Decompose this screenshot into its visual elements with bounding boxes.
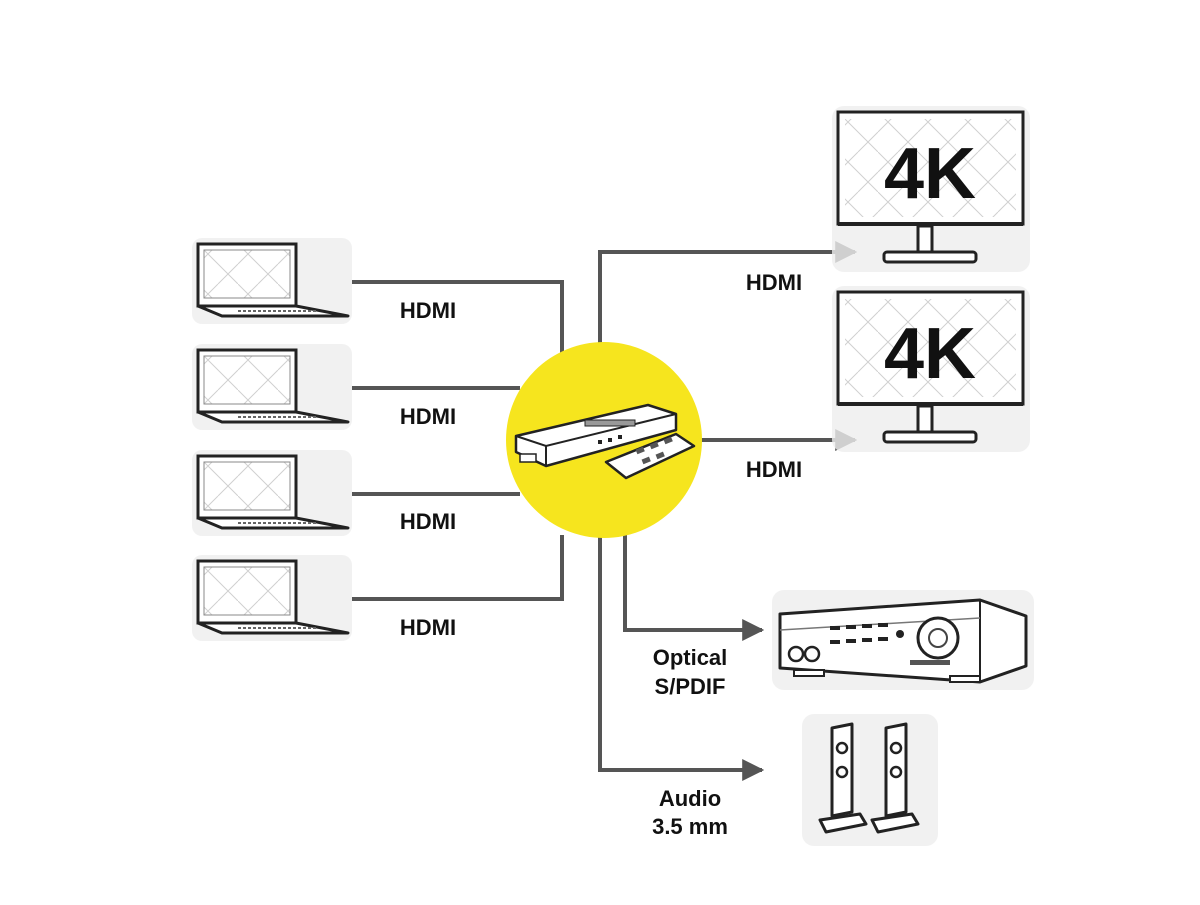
speakers-icon bbox=[802, 714, 938, 846]
laptop-icon bbox=[192, 344, 352, 430]
monitor-icon: 4K bbox=[832, 286, 1030, 452]
hub bbox=[506, 342, 702, 538]
input-devices bbox=[192, 238, 352, 641]
monitor-icon: 4K bbox=[832, 106, 1030, 272]
output-label-3-line-1: Optical bbox=[653, 645, 728, 670]
input-line-4 bbox=[352, 535, 564, 601]
speaker-right bbox=[870, 722, 920, 834]
output-label-3-line-2: S/PDIF bbox=[655, 674, 726, 699]
monitor-1-screen-text: 4K bbox=[884, 134, 976, 214]
output-label-2: HDMI bbox=[746, 457, 802, 482]
remote-control-icon bbox=[604, 432, 696, 480]
output-label-1: HDMI bbox=[746, 270, 802, 295]
input-label-4: HDMI bbox=[400, 615, 456, 640]
output-label-4-line-2: 3.5 mm bbox=[652, 814, 728, 839]
laptop-icon bbox=[192, 450, 352, 536]
connection-lines bbox=[352, 241, 858, 781]
av-receiver-icon bbox=[772, 590, 1034, 690]
input-label-1: HDMI bbox=[400, 298, 456, 323]
output-label-4-line-1: Audio bbox=[659, 786, 721, 811]
monitor-2-screen-text: 4K bbox=[884, 314, 976, 394]
laptop-icon bbox=[192, 555, 352, 641]
output-line-1 bbox=[598, 241, 858, 345]
laptop-icon bbox=[192, 238, 352, 324]
input-label-3: HDMI bbox=[400, 509, 456, 534]
speaker-left bbox=[818, 722, 868, 834]
input-line-1 bbox=[352, 280, 564, 360]
input-label-2: HDMI bbox=[400, 404, 456, 429]
output-line-4 bbox=[598, 535, 765, 781]
hdmi-matrix-switch-icon bbox=[514, 403, 678, 468]
output-line-3 bbox=[623, 535, 765, 641]
